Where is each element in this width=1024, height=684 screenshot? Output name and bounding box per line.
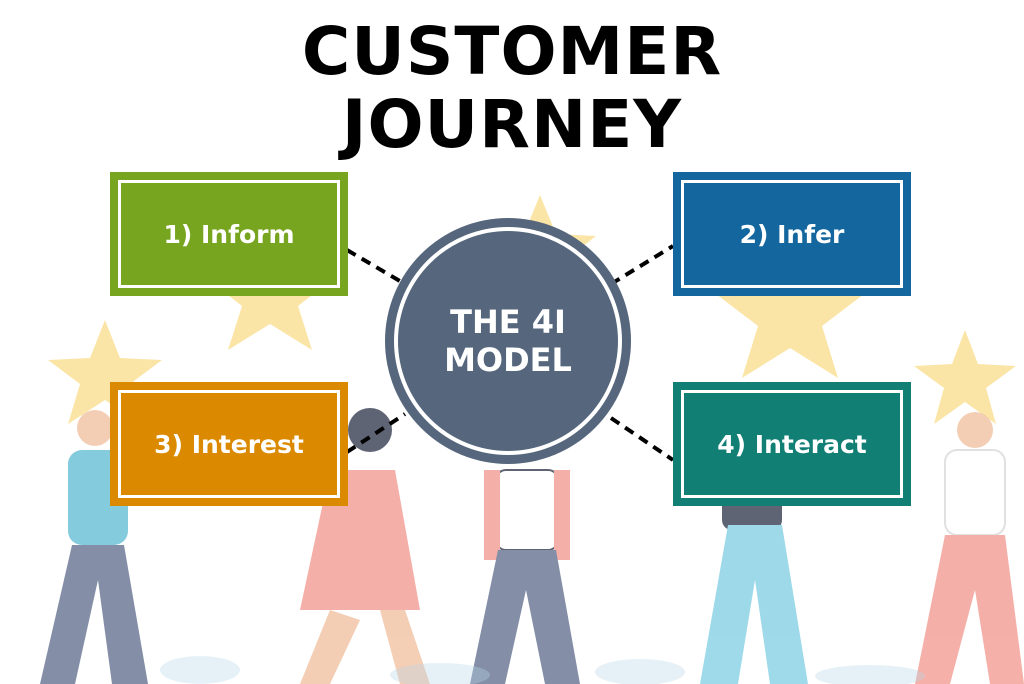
step-box-interact: 4) Interact <box>673 382 911 506</box>
connector-line-4 <box>609 416 675 462</box>
foliage-illustration <box>160 656 925 684</box>
hub-ring <box>394 227 622 455</box>
step-label: 2) Infer <box>681 180 903 288</box>
step-box-interest: 3) Interest <box>110 382 348 506</box>
hub-circle: THE 4I MODEL <box>385 218 631 464</box>
step-label: 1) Inform <box>118 180 340 288</box>
page-title-line-1: CUSTOMER <box>301 13 723 90</box>
connector-line-1 <box>345 248 407 286</box>
person-illustration <box>40 410 148 684</box>
hub-label: THE 4I MODEL <box>444 303 572 379</box>
person-illustration <box>915 412 1024 684</box>
connector-line-2 <box>609 244 675 286</box>
star-icon <box>716 240 864 378</box>
connector-line-3 <box>345 412 407 454</box>
person-illustration <box>470 469 580 684</box>
step-box-infer: 2) Infer <box>673 172 911 296</box>
star-icon <box>914 330 1016 424</box>
step-box-inform: 1) Inform <box>110 172 348 296</box>
page-title-line-2: JOURNEY <box>341 86 683 163</box>
step-label: 3) Interest <box>118 390 340 498</box>
step-label: 4) Interact <box>681 390 903 498</box>
